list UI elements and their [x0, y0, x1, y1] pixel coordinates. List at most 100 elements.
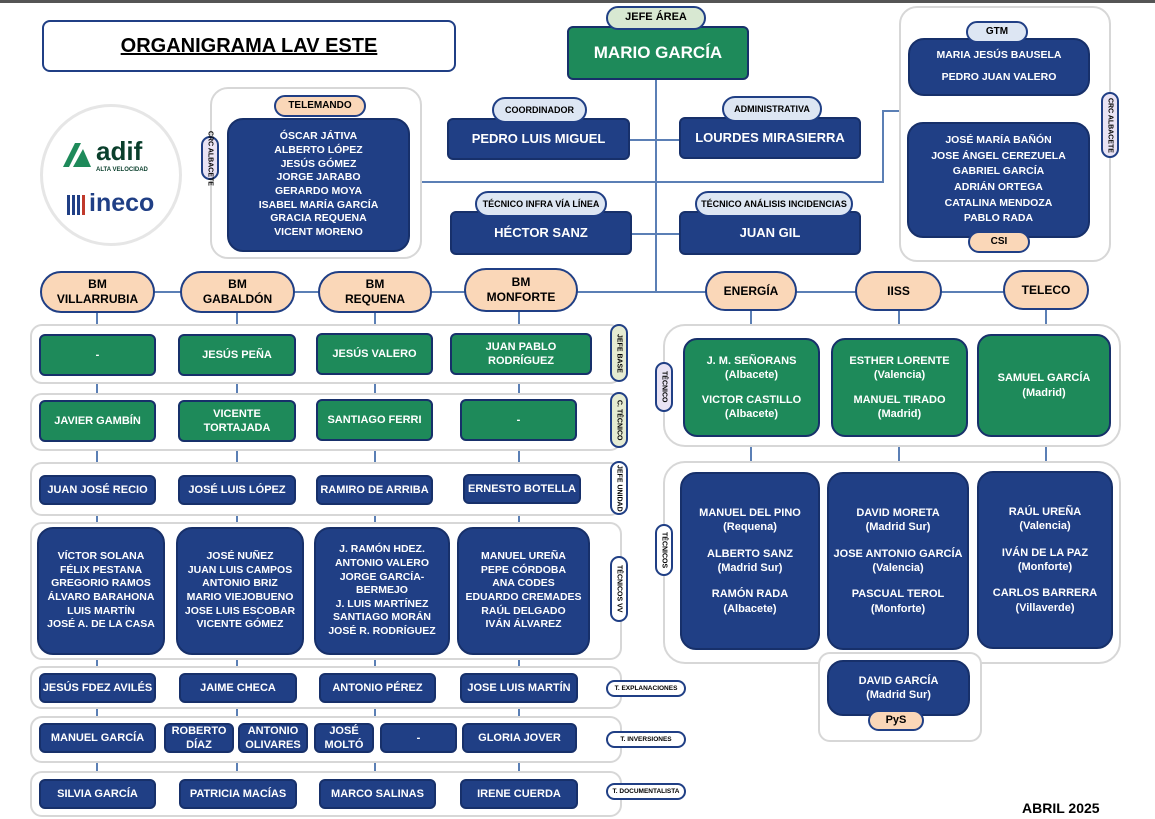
connector: [655, 80, 657, 292]
pys-box: DAVID GARCÍA (Madrid Sur): [827, 660, 970, 716]
tecnico-infra-box: HÉCTOR SANZ: [450, 211, 632, 255]
connector: [882, 110, 910, 112]
explanaciones-requena: ANTONIO PÉREZ: [319, 673, 436, 703]
person-name: PEDRO JUAN VALERO: [941, 71, 1057, 83]
csi-label: CSI: [968, 231, 1030, 253]
person-name: JESÚS GÓMEZ: [280, 157, 357, 170]
gtm-label: GTM: [966, 21, 1028, 43]
connector: [882, 110, 884, 183]
person-name: CATALINA MENDOZA: [944, 196, 1053, 209]
adif-subtitle: ALTA VELOCIDAD: [96, 167, 148, 173]
c-tecnico-monforte: -: [460, 399, 577, 441]
explanaciones-gabaldon: JAIME CHECA: [179, 673, 297, 703]
tecnicos-iiss: DAVID MORETA (Madrid Sur) JOSE ANTONIO G…: [827, 472, 969, 650]
coordinador-label: COORDINADOR: [492, 97, 587, 123]
teleco-head: TELECO: [1003, 270, 1089, 310]
jefe-unidad-monforte: ERNESTO BOTELLA: [463, 474, 581, 504]
person-name: GABRIEL GARCÍA: [952, 165, 1045, 178]
tecnico-infra-name: HÉCTOR SANZ: [494, 224, 588, 240]
csi-crc-albacete-label: CRC ALBACETE: [1101, 92, 1119, 158]
tecnico-analisis-label: TÉCNICO ANÁLISIS INCIDENCIAS: [695, 191, 853, 217]
jefe-area-label: JEFE ÁREA: [606, 6, 706, 30]
ineco-wordmark: ineco: [89, 189, 155, 217]
iiss-head: IISS: [855, 271, 942, 311]
tecnico-analisis-name: JUAN GIL: [739, 224, 801, 240]
date-label: ABRIL 2025: [1022, 800, 1100, 816]
explanaciones-monforte: JOSE LUIS MARTÍN: [460, 673, 578, 703]
adif-logo: adif ALTA VELOCIDAD: [61, 136, 171, 179]
documentalista-villarrubia: SILVIA GARCÍA: [39, 779, 156, 809]
administrativa-label: ADMINISTRATIVA: [722, 96, 822, 122]
telemando-box: ÓSCAR JÁTIVA ALBERTO LÓPEZ JESÚS GÓMEZ J…: [227, 118, 410, 252]
crc-albacete-label: CRC ALBACETE: [201, 131, 219, 185]
person-name: ALBERTO LÓPEZ: [274, 144, 363, 157]
connector: [130, 291, 1050, 293]
connector: [630, 139, 680, 141]
adif-wordmark: adif: [96, 136, 143, 166]
person-name: ÓSCAR JÁTIVA: [279, 130, 358, 143]
jefe-unidad-gabaldon: JOSÉ LUIS LÓPEZ: [178, 475, 296, 505]
person-name: JORGE JARABO: [276, 171, 361, 184]
row-label-jefe-unidad: JEFE UNIDAD: [610, 461, 628, 515]
telemando-label: TELEMANDO: [274, 95, 366, 117]
jefe-base-monforte: JUAN PABLO RODRÍGUEZ: [450, 333, 592, 375]
top-border: [0, 0, 1155, 3]
jefe-base-gabaldon: JESÚS PEÑA: [178, 334, 296, 376]
row-label-inversiones: T. INVERSIONES: [606, 731, 686, 748]
pys-label: PyS: [868, 710, 924, 731]
jefe-base-requena: JESÚS VALERO: [316, 333, 433, 375]
energia-head: ENERGÍA: [705, 271, 797, 311]
explanaciones-villarrubia: JESÚS FDEZ AVILÉS: [39, 673, 156, 703]
jefe-area-name: MARIO GARCÍA: [593, 42, 723, 62]
row-label-explanaciones: T. EXPLANACIONES: [606, 680, 686, 697]
inversiones-5: -: [380, 723, 457, 753]
coordinador-box: PEDRO LUIS MIGUEL: [447, 118, 630, 160]
row-label-documentalista: T. DOCUMENTALISTA: [606, 783, 686, 800]
row-label-jefe-base: JEFE BASE: [610, 324, 628, 382]
jefe-area-box: MARIO GARCÍA: [567, 26, 749, 80]
documentalista-requena: MARCO SALINAS: [319, 779, 436, 809]
c-tecnico-villarrubia: JAVIER GAMBÍN: [39, 400, 156, 442]
person-name: JOSE ÁNGEL CEREZUELA: [931, 149, 1066, 162]
administrativa-box: LOURDES MIRASIERRA: [679, 117, 861, 159]
person-name: GRACIA REQUENA: [270, 212, 367, 225]
page-title: ORGANIGRAMA LAV ESTE: [120, 34, 378, 57]
tecnico-infra-label: TÉCNICO INFRA VÍA LÍNEA: [475, 191, 607, 217]
ineco-mark-icon: [67, 195, 85, 215]
title-box: ORGANIGRAMA LAV ESTE: [42, 20, 456, 72]
row-label-tecnicos-vv: TÉCNICOS VV: [610, 556, 628, 622]
inversiones-1: MANUEL GARCÍA: [39, 723, 156, 753]
inversiones-6: GLORIA JOVER: [462, 723, 577, 753]
jefe-unidad-requena: RAMIRO DE ARRIBA: [316, 475, 433, 505]
person-name: ADRIÁN ORTEGA: [954, 181, 1043, 193]
person-name: PABLO RADA: [963, 212, 1034, 225]
tecnicos-teleco: RAÚL UREÑA (Valencia) IVÁN DE LA PAZ (Mo…: [977, 471, 1113, 649]
c-tecnico-gabaldon: VICENTE TORTAJADA: [178, 400, 296, 442]
tecnicos-label: TÉCNICOS: [655, 524, 673, 576]
tecnico-energia: J. M. SEÑORANS (Albacete) VICTOR CASTILL…: [683, 338, 820, 437]
person-name: VICENT MORENO: [274, 225, 363, 238]
connector: [630, 233, 680, 235]
person-name: MARIA JESÚS BAUSELA: [936, 49, 1062, 62]
jefe-unidad-villarrubia: JUAN JOSÉ RECIO: [39, 475, 156, 505]
tecnico-teleco: SAMUEL GARCÍA (Madrid): [977, 334, 1111, 437]
c-tecnico-requena: SANTIAGO FERRI: [316, 399, 433, 441]
documentalista-gabaldon: PATRICIA MACÍAS: [179, 779, 297, 809]
ineco-logo: ineco: [67, 189, 167, 221]
row-label-c-tecnico: C. TÉCNICO: [610, 392, 628, 448]
gtm-box: MARIA JESÚS BAUSELA PEDRO JUAN VALERO: [908, 38, 1090, 96]
tecnico-label: TÉCNICO: [655, 362, 673, 412]
logo-circle: adif ALTA VELOCIDAD ineco: [40, 104, 182, 246]
jefe-base-villarrubia: -: [39, 334, 156, 376]
tecnicos-vv-requena: J. RAMÓN HDEZ.ANTONIO VALERO JORGE GARCÍ…: [314, 527, 450, 655]
